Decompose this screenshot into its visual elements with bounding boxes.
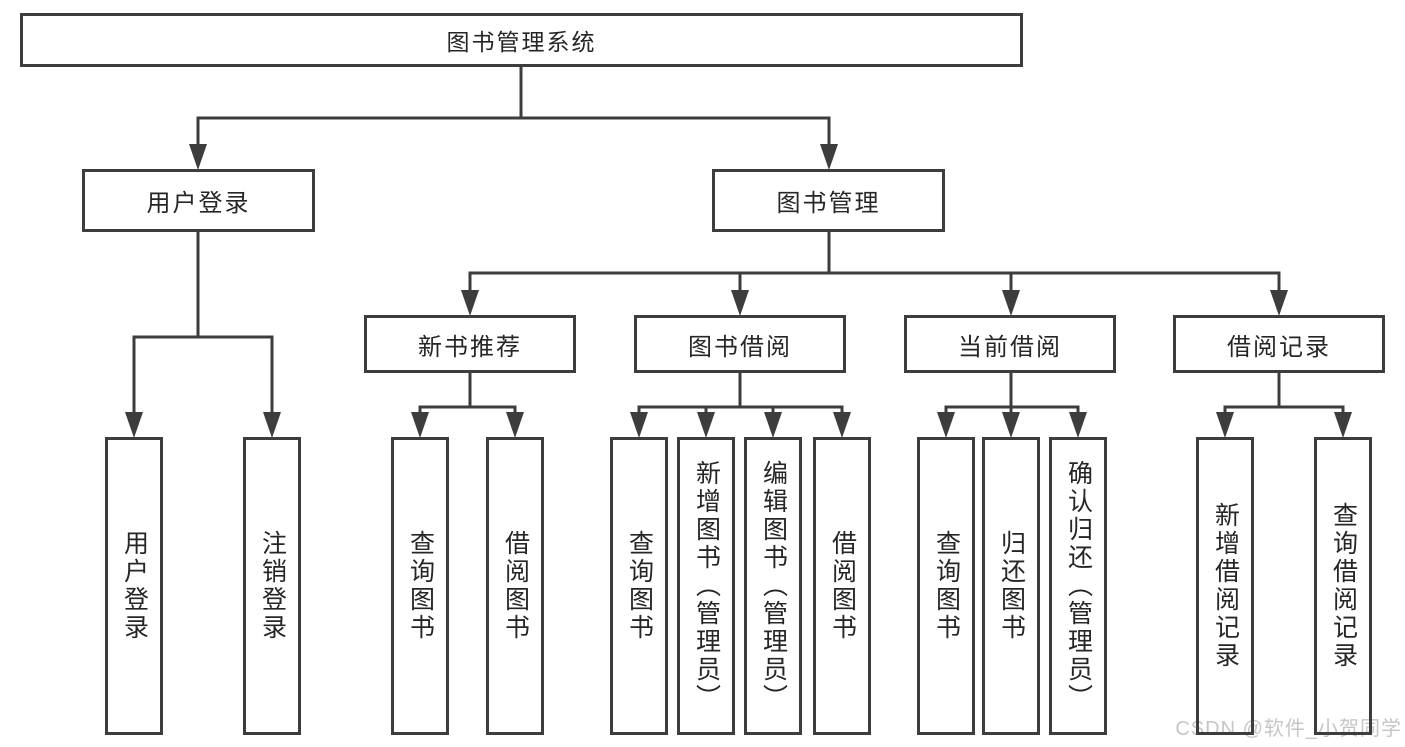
leaf-bb-query-books-label: 查询图书 — [625, 530, 654, 642]
node-book-borrowing-label: 图书借阅 — [688, 333, 792, 361]
leaf-logout: 注销登录 — [243, 437, 301, 735]
node-user-login-label: 用户登录 — [146, 190, 251, 217]
leaf-nb-query-books: 查询图书 — [391, 437, 449, 735]
leaf-nb-query-books-label: 查询图书 — [406, 530, 435, 642]
leaf-nb-borrow-books: 借阅图书 — [486, 437, 544, 735]
leaf-br-query-borrow-record: 查询借阅记录 — [1314, 437, 1372, 735]
leaf-bb-query-books: 查询图书 — [610, 437, 668, 735]
node-new-book-recommend: 新书推荐 — [364, 315, 576, 373]
node-user-login: 用户登录 — [82, 169, 315, 232]
leaf-user-login: 用户登录 — [105, 437, 163, 735]
node-root-label: 图书管理系统 — [446, 29, 597, 55]
leaf-bb-edit-books-admin: 编辑图书（管理员） — [744, 437, 802, 735]
leaf-cb-confirm-return-admin: 确认归还（管理员） — [1049, 437, 1107, 735]
node-borrow-records: 借阅记录 — [1173, 315, 1385, 373]
leaf-cb-query-books-label: 查询图书 — [932, 530, 961, 642]
leaf-br-query-borrow-record-label: 查询借阅记录 — [1329, 502, 1358, 670]
leaf-bb-edit-books-admin-label: 编辑图书（管理员） — [759, 460, 788, 712]
leaf-cb-confirm-return-admin-label: 确认归还（管理员） — [1064, 460, 1093, 712]
leaf-cb-return-books: 归还图书 — [982, 437, 1040, 735]
node-root: 图书管理系统 — [20, 13, 1023, 67]
leaf-bb-borrow-books-label: 借阅图书 — [828, 530, 857, 642]
node-borrow-records-label: 借阅记录 — [1227, 333, 1331, 361]
leaf-cb-return-books-label: 归还图书 — [997, 530, 1026, 642]
node-book-mgmt: 图书管理 — [712, 169, 945, 232]
leaf-bb-add-books-admin: 新增图书（管理员） — [677, 437, 735, 735]
node-book-borrowing: 图书借阅 — [634, 315, 846, 373]
node-new-book-recommend-label: 新书推荐 — [418, 333, 522, 361]
node-current-borrowing: 当前借阅 — [904, 315, 1116, 373]
leaf-br-add-borrow-record-label: 新增借阅记录 — [1211, 502, 1240, 670]
node-book-mgmt-label: 图书管理 — [776, 190, 881, 217]
leaf-nb-borrow-books-label: 借阅图书 — [501, 530, 530, 642]
leaf-bb-add-books-admin-label: 新增图书（管理员） — [692, 460, 721, 712]
node-current-borrowing-label: 当前借阅 — [958, 333, 1062, 361]
leaf-user-login-label: 用户登录 — [120, 530, 149, 642]
leaf-bb-borrow-books: 借阅图书 — [813, 437, 871, 735]
leaf-logout-label: 注销登录 — [258, 530, 287, 642]
leaf-cb-query-books: 查询图书 — [917, 437, 975, 735]
leaf-br-add-borrow-record: 新增借阅记录 — [1196, 437, 1254, 735]
